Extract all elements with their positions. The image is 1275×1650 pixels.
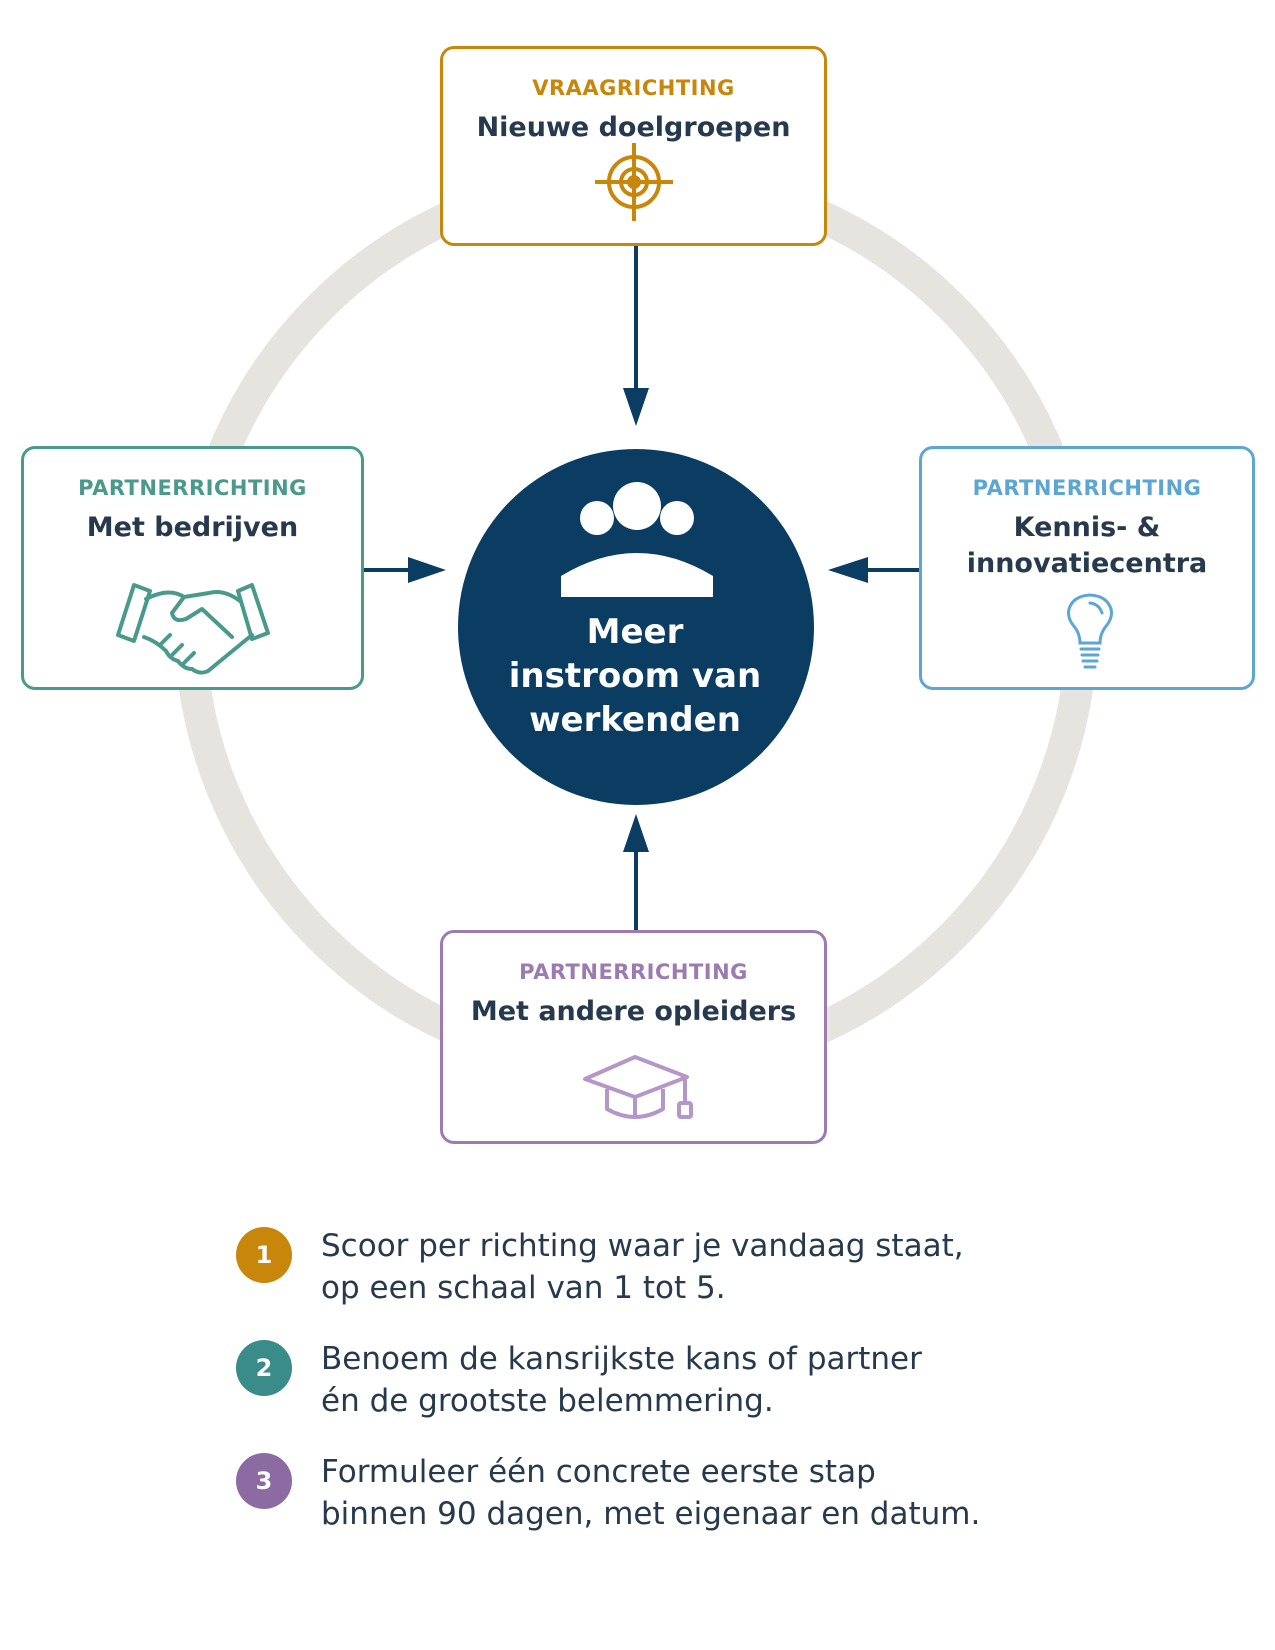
lightbulb-icon — [1067, 593, 1113, 669]
step-1: 1 Scoor per richting waar je vandaag sta… — [236, 1225, 1136, 1338]
step-text-1: Scoor per richting waar je vandaag staat… — [321, 1225, 964, 1309]
step-badge-1: 1 — [236, 1227, 292, 1283]
arrow-right — [828, 557, 919, 583]
step-2: 2 Benoem de kansrijkste kans of partner … — [236, 1338, 1136, 1451]
box-bottom-kicker: PARTNERRICHTING — [519, 960, 748, 984]
step-badge-2: 2 — [236, 1340, 292, 1396]
steps-list: 1 Scoor per richting waar je vandaag sta… — [236, 1225, 1136, 1564]
step-2-line-1: Benoem de kansrijkste kans of partner — [321, 1341, 922, 1377]
center-circle — [458, 449, 814, 805]
step-3-line-2: binnen 90 dagen, met eigenaar en datum. — [321, 1496, 981, 1532]
step-text-3: Formuleer één concrete eerste stap binne… — [321, 1451, 980, 1535]
box-right-kicker: PARTNERRICHTING — [972, 476, 1202, 500]
box-left-heading: Met bedrijven — [86, 512, 299, 543]
handshake-icon — [116, 583, 270, 675]
step-3: 3 Formuleer één concrete eerste stap bin… — [236, 1451, 1136, 1564]
step-1-line-1: Scoor per richting waar je vandaag staat… — [321, 1228, 964, 1264]
center-line-1: Meer — [586, 612, 684, 652]
box-right-heading-2: innovatiecentra — [966, 548, 1208, 579]
graduation-cap-icon — [583, 1055, 693, 1119]
center-line-3: werkenden — [529, 700, 741, 740]
target-icon — [595, 143, 673, 221]
box-bottom-heading: Met andere opleiders — [470, 996, 797, 1027]
arrow-bottom — [623, 814, 649, 930]
box-right-heading-1: Kennis- & — [1013, 512, 1161, 543]
step-badge-3: 3 — [236, 1453, 292, 1509]
center-label: Meer instroom van werkenden — [470, 610, 800, 742]
box-met-andere-opleiders: PARTNERRICHTING Met andere opleiders — [440, 930, 827, 1144]
arrow-left — [364, 557, 446, 583]
group-people-icon — [561, 482, 713, 597]
step-2-line-2: én de grootste belemmering. — [321, 1383, 774, 1419]
arrow-top — [623, 246, 649, 426]
box-top-heading: Nieuwe doelgroepen — [476, 112, 791, 143]
step-3-line-1: Formuleer één concrete eerste stap — [321, 1454, 876, 1490]
box-vraagrichting: VRAAGRICHTING Nieuwe doelgroepen — [440, 46, 827, 246]
step-text-2: Benoem de kansrijkste kans of partner én… — [321, 1338, 922, 1422]
box-left-kicker: PARTNERRICHTING — [78, 476, 307, 500]
step-1-line-2: op een schaal van 1 tot 5. — [321, 1270, 726, 1306]
center-line-2: instroom van — [508, 656, 762, 696]
box-top-kicker: VRAAGRICHTING — [532, 76, 735, 100]
box-kennis-innovatiecentra: PARTNERRICHTING Kennis- & innovatiecentr… — [919, 446, 1255, 690]
box-met-bedrijven: PARTNERRICHTING Met bedrijven — [21, 446, 364, 690]
